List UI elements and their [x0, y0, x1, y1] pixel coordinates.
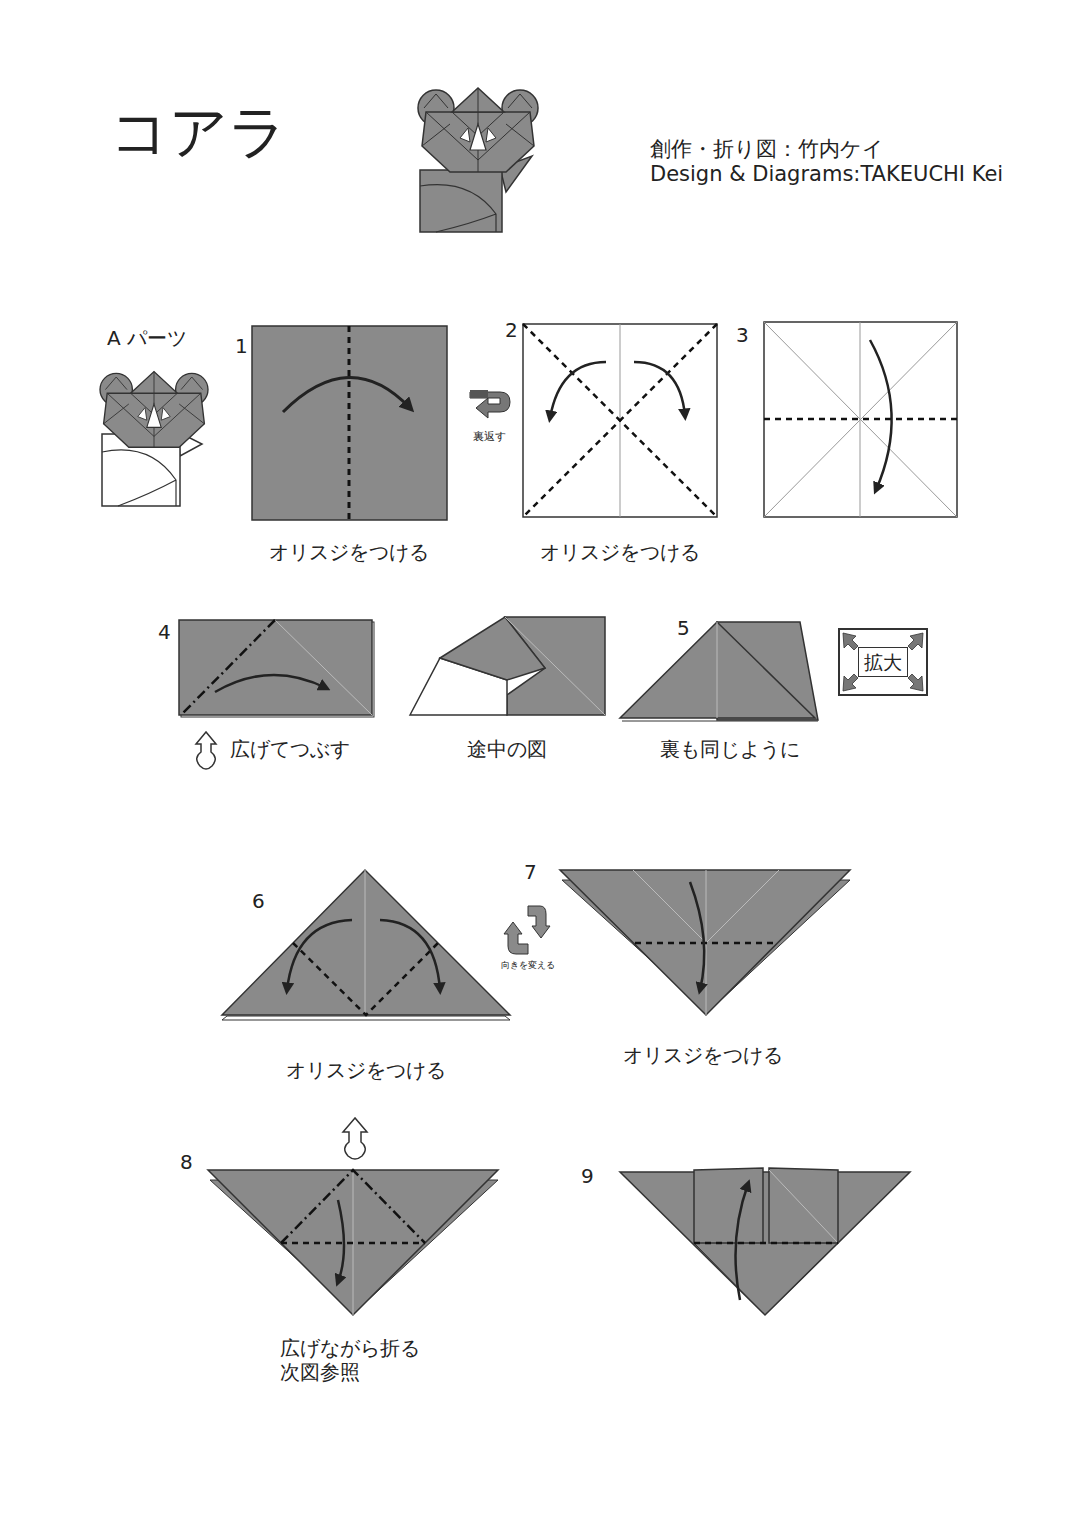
step-number: 5 [677, 616, 690, 640]
step-number: 1 [235, 334, 248, 358]
instruction: オリスジをつける [540, 540, 700, 564]
svg-line [523, 324, 717, 517]
svg-path [420, 185, 496, 232]
svg-line [622, 721, 818, 722]
step-4 [179, 620, 374, 717]
step-in-progress [410, 617, 605, 715]
svg-line [635, 942, 778, 945]
koala-a-part [100, 372, 208, 506]
svg-rect [179, 620, 372, 715]
svg-polygon [694, 1168, 763, 1243]
svg-path [550, 362, 606, 418]
svg-path [283, 377, 410, 412]
svg-path [690, 882, 704, 990]
credit-text: Design & Diagrams:TAKEUCHI Kei [650, 162, 1003, 187]
svg-polygon [560, 870, 850, 1015]
svg-polyline [281, 1170, 425, 1243]
svg-rect [470, 390, 488, 398]
svg-line [764, 322, 957, 517]
instruction: オリスジをつける [269, 540, 429, 564]
svg-line [694, 1243, 765, 1315]
svg-line [181, 620, 275, 715]
svg-line [523, 324, 717, 517]
svg-rect [523, 324, 717, 517]
svg-path [736, 1184, 749, 1300]
svg-line [717, 622, 718, 718]
instruction: 広げながら折る 次図参照 [280, 1336, 432, 1384]
svg-line [764, 322, 957, 517]
svg-use [100, 372, 208, 448]
svg-rect [252, 326, 447, 520]
svg-rect [420, 170, 502, 232]
svg-rect [764, 322, 957, 517]
svg-polygon [843, 633, 858, 650]
step-number: 6 [252, 889, 265, 913]
svg-line [860, 322, 861, 517]
svg-line [765, 1243, 838, 1315]
svg-path [528, 906, 550, 938]
svg-polygon [843, 674, 858, 691]
svg-polygon [440, 617, 545, 680]
instruction: 広げてつぶす [230, 737, 350, 761]
svg-line [348, 326, 351, 520]
credit-text: 創作・折り図：竹内ケイ [650, 137, 884, 162]
svg-path [338, 1200, 344, 1282]
svg-path [215, 675, 326, 692]
svg-line [365, 870, 366, 1015]
step-7 [560, 870, 850, 1015]
svg-path [287, 920, 352, 990]
step-3 [764, 322, 957, 517]
svg-path [504, 922, 528, 954]
part-name: A パーツ [107, 326, 187, 350]
svg-path [102, 450, 176, 506]
enlarge-box: 拡大 [838, 628, 928, 696]
svg-path [634, 362, 685, 416]
enlarge-arrows [843, 633, 923, 691]
svg-polygon [769, 1168, 838, 1243]
open-squash-icon [196, 732, 216, 769]
symbol-caption: 向きを変える [501, 960, 555, 971]
svg-polygon [908, 674, 923, 691]
svg-polygon [620, 622, 815, 718]
step-number: 9 [581, 1164, 594, 1188]
step-number: 2 [505, 318, 518, 342]
svg-polyline [293, 943, 438, 1015]
open-icon [343, 1118, 367, 1159]
rotate-icon [504, 906, 550, 954]
step-9 [620, 1168, 910, 1315]
step-5 [620, 622, 818, 721]
step-number: 7 [524, 860, 537, 884]
symbol-caption: 裏返す [473, 430, 506, 443]
koala-finished [418, 88, 538, 232]
svg-polygon [222, 870, 510, 1015]
step-1 [252, 326, 447, 520]
svg-line [275, 620, 372, 715]
step-6 [222, 870, 510, 1020]
step-2 [523, 324, 717, 517]
instruction: オリスジをつける [286, 1058, 446, 1082]
svg-path [870, 340, 892, 490]
svg-use [418, 88, 538, 172]
node-text: 拡大 [858, 647, 908, 678]
svg-line [694, 1242, 838, 1245]
svg-polygon [208, 1170, 498, 1315]
svg-line [764, 418, 957, 421]
step-number: 3 [736, 323, 749, 347]
svg-line [281, 1242, 425, 1245]
step-number: 4 [158, 620, 171, 644]
page-title: コアラ [110, 98, 287, 168]
svg-line [769, 1170, 838, 1243]
step-8 [208, 1170, 498, 1315]
instruction: 途中の図 [467, 737, 547, 761]
svg-polygon [620, 1172, 910, 1315]
svg-polygon [908, 633, 923, 650]
instruction: 裏も同じように [660, 737, 800, 761]
instruction: オリスジをつける [623, 1043, 783, 1067]
step-number: 8 [180, 1150, 193, 1174]
svg-path [380, 920, 440, 990]
svg-line [505, 617, 605, 715]
flip-icon [470, 390, 510, 418]
